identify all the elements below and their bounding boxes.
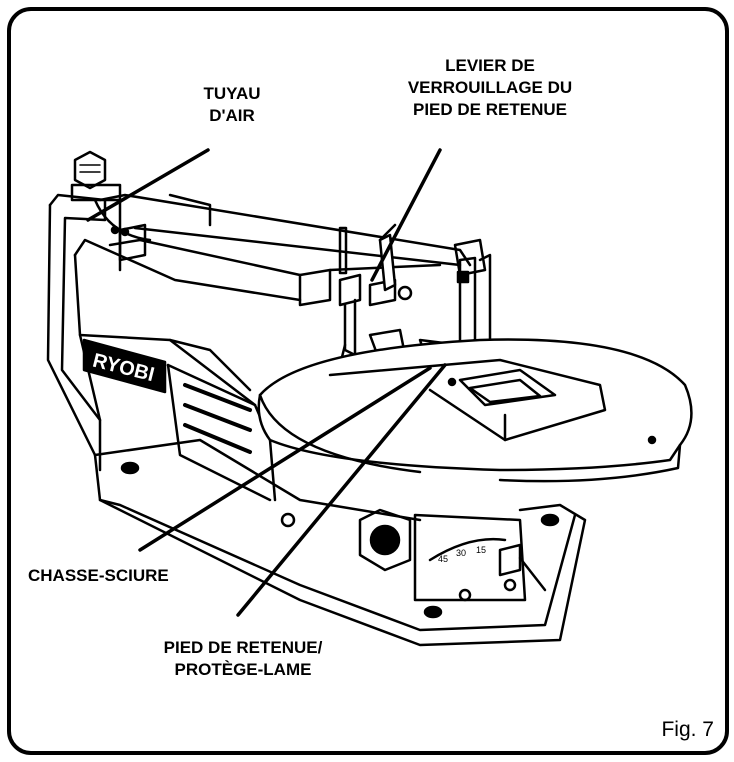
scale-mark-15: 15: [476, 545, 486, 555]
ryobi-brand-plate: RYOBI: [82, 338, 167, 394]
label-air-hose: TUYAU D'AIR: [203, 84, 261, 125]
bevel-scale: 45 30 15: [358, 508, 547, 602]
label-dust-blower: CHASSE-SCIURE: [28, 566, 169, 585]
scale-mark-45: 45: [438, 554, 448, 564]
figure-caption: Fig. 7: [661, 718, 714, 741]
scale-mark-30: 30: [456, 548, 466, 558]
saw-table: [257, 338, 693, 483]
leader-lines: [86, 148, 447, 617]
leader-lock-lever: [370, 148, 442, 282]
upper-arm: [98, 193, 472, 277]
label-hold-down-lock-lever: LEVIER DE VERROUILLAGE DU PIED DE RETENU…: [407, 56, 573, 119]
leader-air-hose: [86, 148, 210, 222]
leader-dust-blower: [138, 366, 432, 552]
hold-down-assembly: [298, 223, 442, 357]
leader-hold-down-foot: [236, 363, 447, 617]
label-hold-down-foot-blade-guard: PIED DE RETENUE/ PROTÈGE-LAME: [163, 638, 323, 679]
saw-base: [93, 438, 587, 647]
